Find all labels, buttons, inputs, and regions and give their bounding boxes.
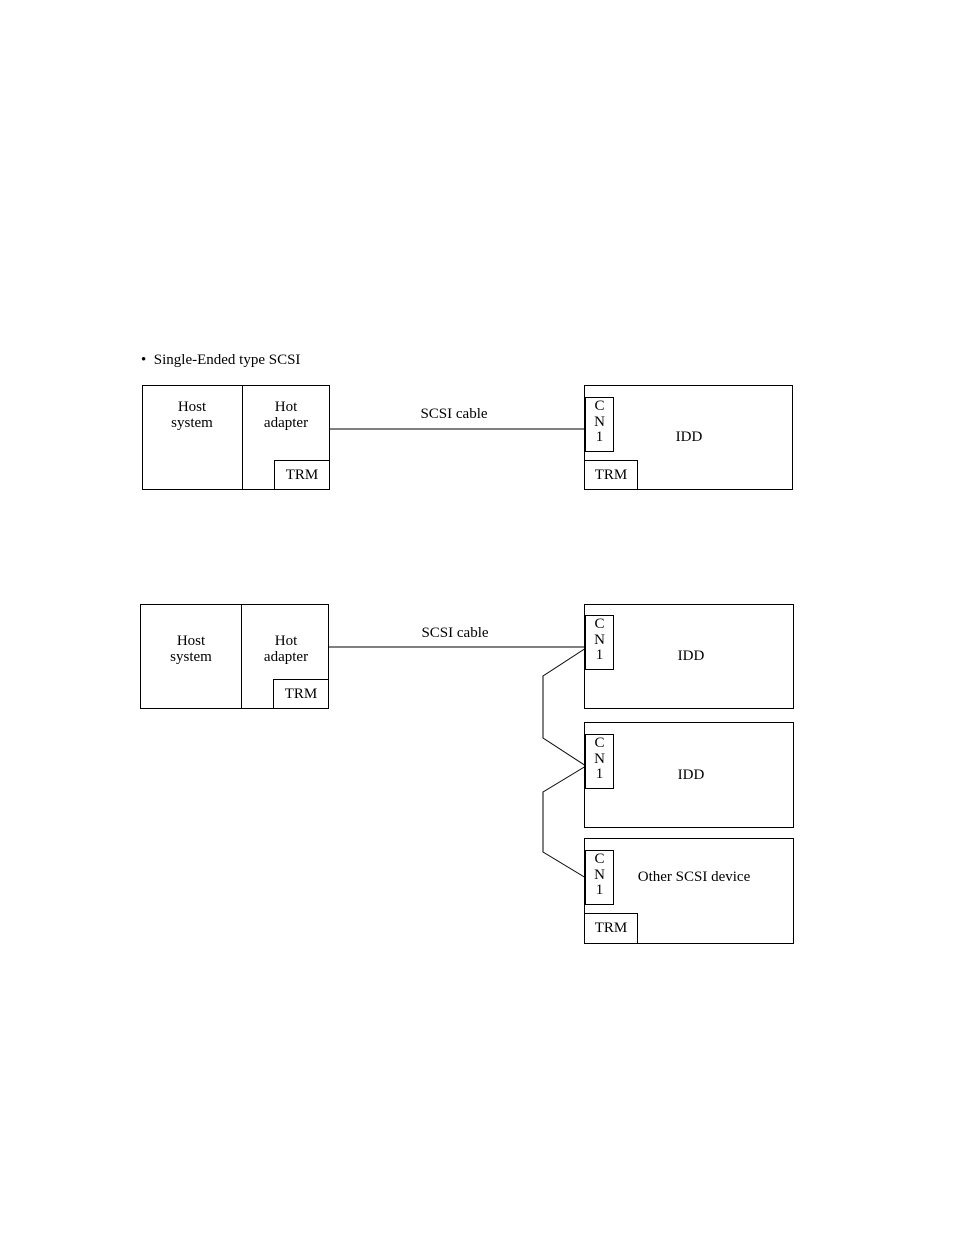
scsi-cable-label-2: SCSI cable: [401, 625, 509, 641]
idd-label-3: IDD: [662, 767, 720, 783]
terminator-2: TRM: [584, 460, 638, 490]
other-scsi-device-label: Other SCSI device: [622, 869, 766, 885]
scsi-cable-label-1: SCSI cable: [400, 406, 508, 422]
terminator-4: TRM: [584, 913, 638, 944]
terminator-1: TRM: [274, 460, 330, 490]
idd-label-1: IDD: [660, 429, 718, 445]
idd-label-2: IDD: [662, 648, 720, 664]
daisy-chain-1: [543, 648, 586, 766]
daisy-chain-2: [543, 766, 586, 878]
terminator-3: TRM: [273, 679, 329, 709]
